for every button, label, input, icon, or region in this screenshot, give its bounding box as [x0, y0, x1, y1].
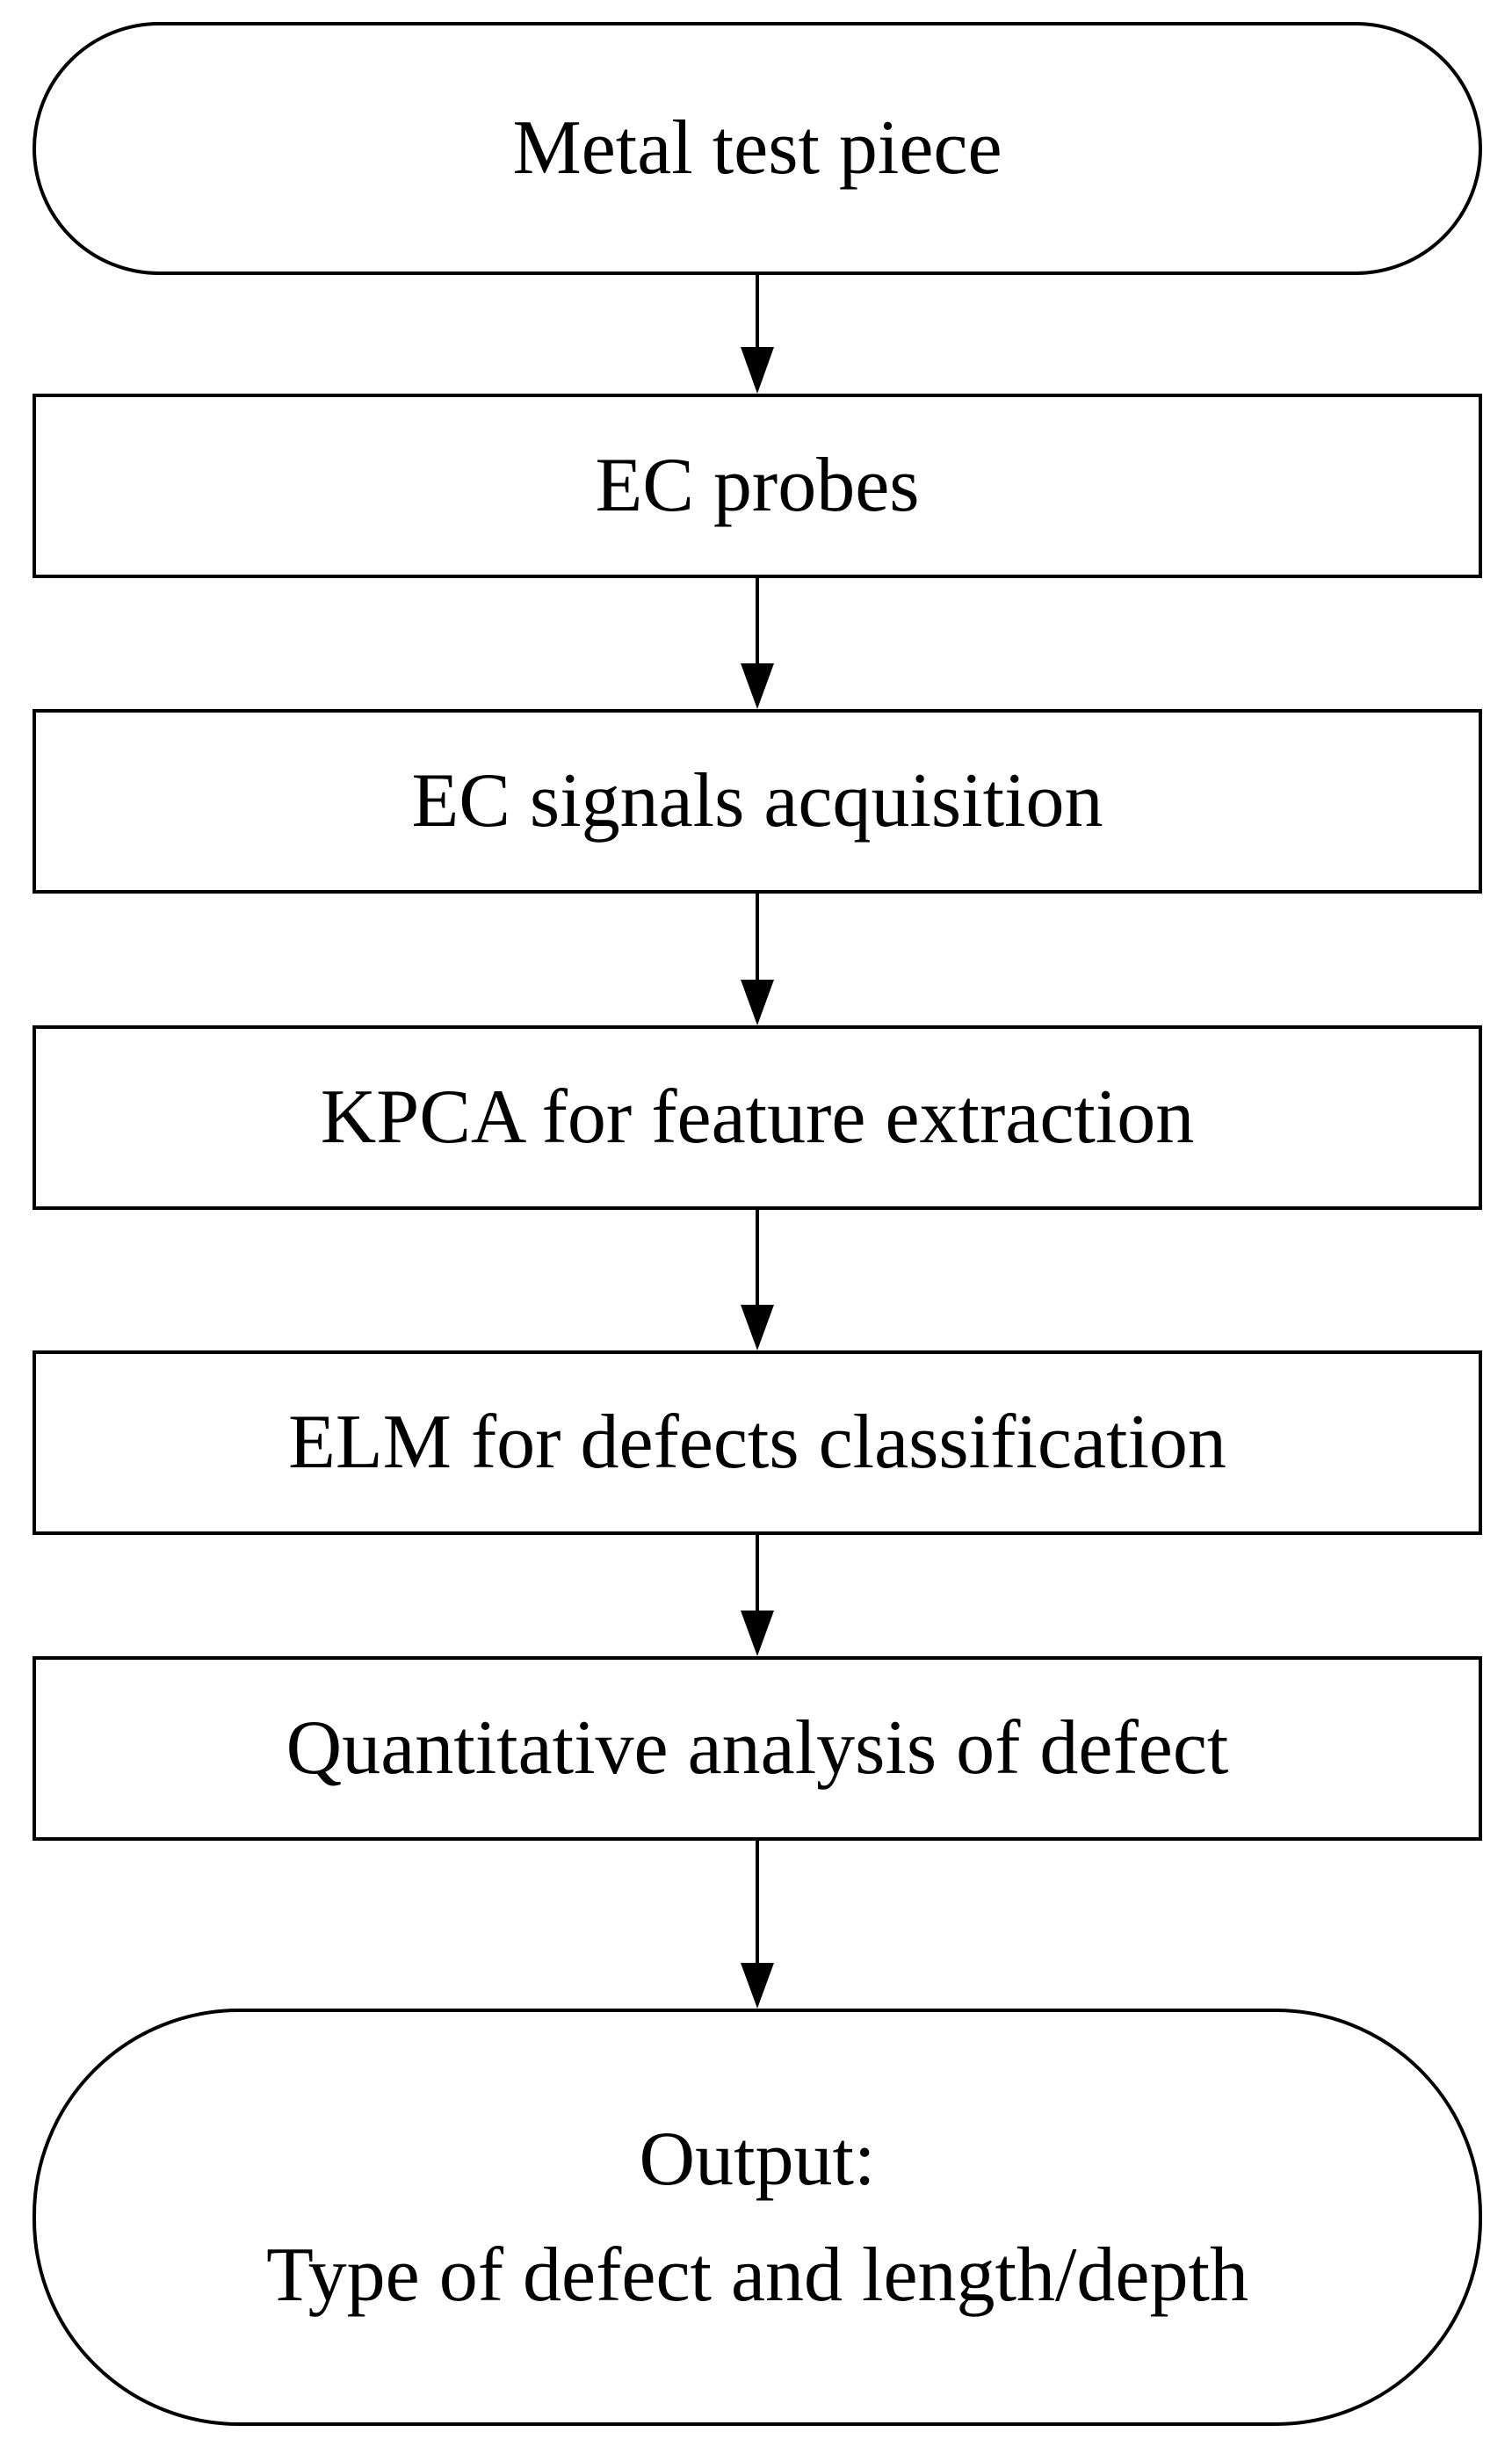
end-label-line2: Type of defect and length/depth [266, 2232, 1248, 2318]
end-terminal: Output: Type of defect and length/depth [33, 2009, 1482, 2426]
start-terminal: Metal test piece [33, 22, 1482, 275]
arrow-6 [741, 1841, 774, 2009]
step-elm-defects-classification: ELM for defects classification [33, 1350, 1482, 1535]
arrow-4 [741, 1210, 774, 1350]
arrow-1 [741, 275, 774, 394]
step-kpca-feature-extraction: KPCA for feature extraction [33, 1025, 1482, 1210]
step-label: EC signals acquisition [411, 758, 1103, 843]
end-label-line1: Output: [639, 2116, 876, 2202]
step-ec-probes: EC probes [33, 394, 1482, 578]
arrow-5 [741, 1535, 774, 1656]
step-ec-signals-acquisition: EC signals acquisition [33, 709, 1482, 894]
step-label: ELM for defects classification [288, 1400, 1226, 1485]
arrow-2 [741, 578, 774, 709]
arrow-3 [741, 894, 774, 1025]
step-label: Quantitative analysis of defect [286, 1705, 1229, 1791]
start-label: Metal test piece [512, 105, 1002, 191]
step-label: KPCA for feature extraction [320, 1075, 1195, 1160]
step-label: EC probes [595, 443, 920, 528]
step-quantitative-analysis: Quantitative analysis of defect [33, 1656, 1482, 1841]
